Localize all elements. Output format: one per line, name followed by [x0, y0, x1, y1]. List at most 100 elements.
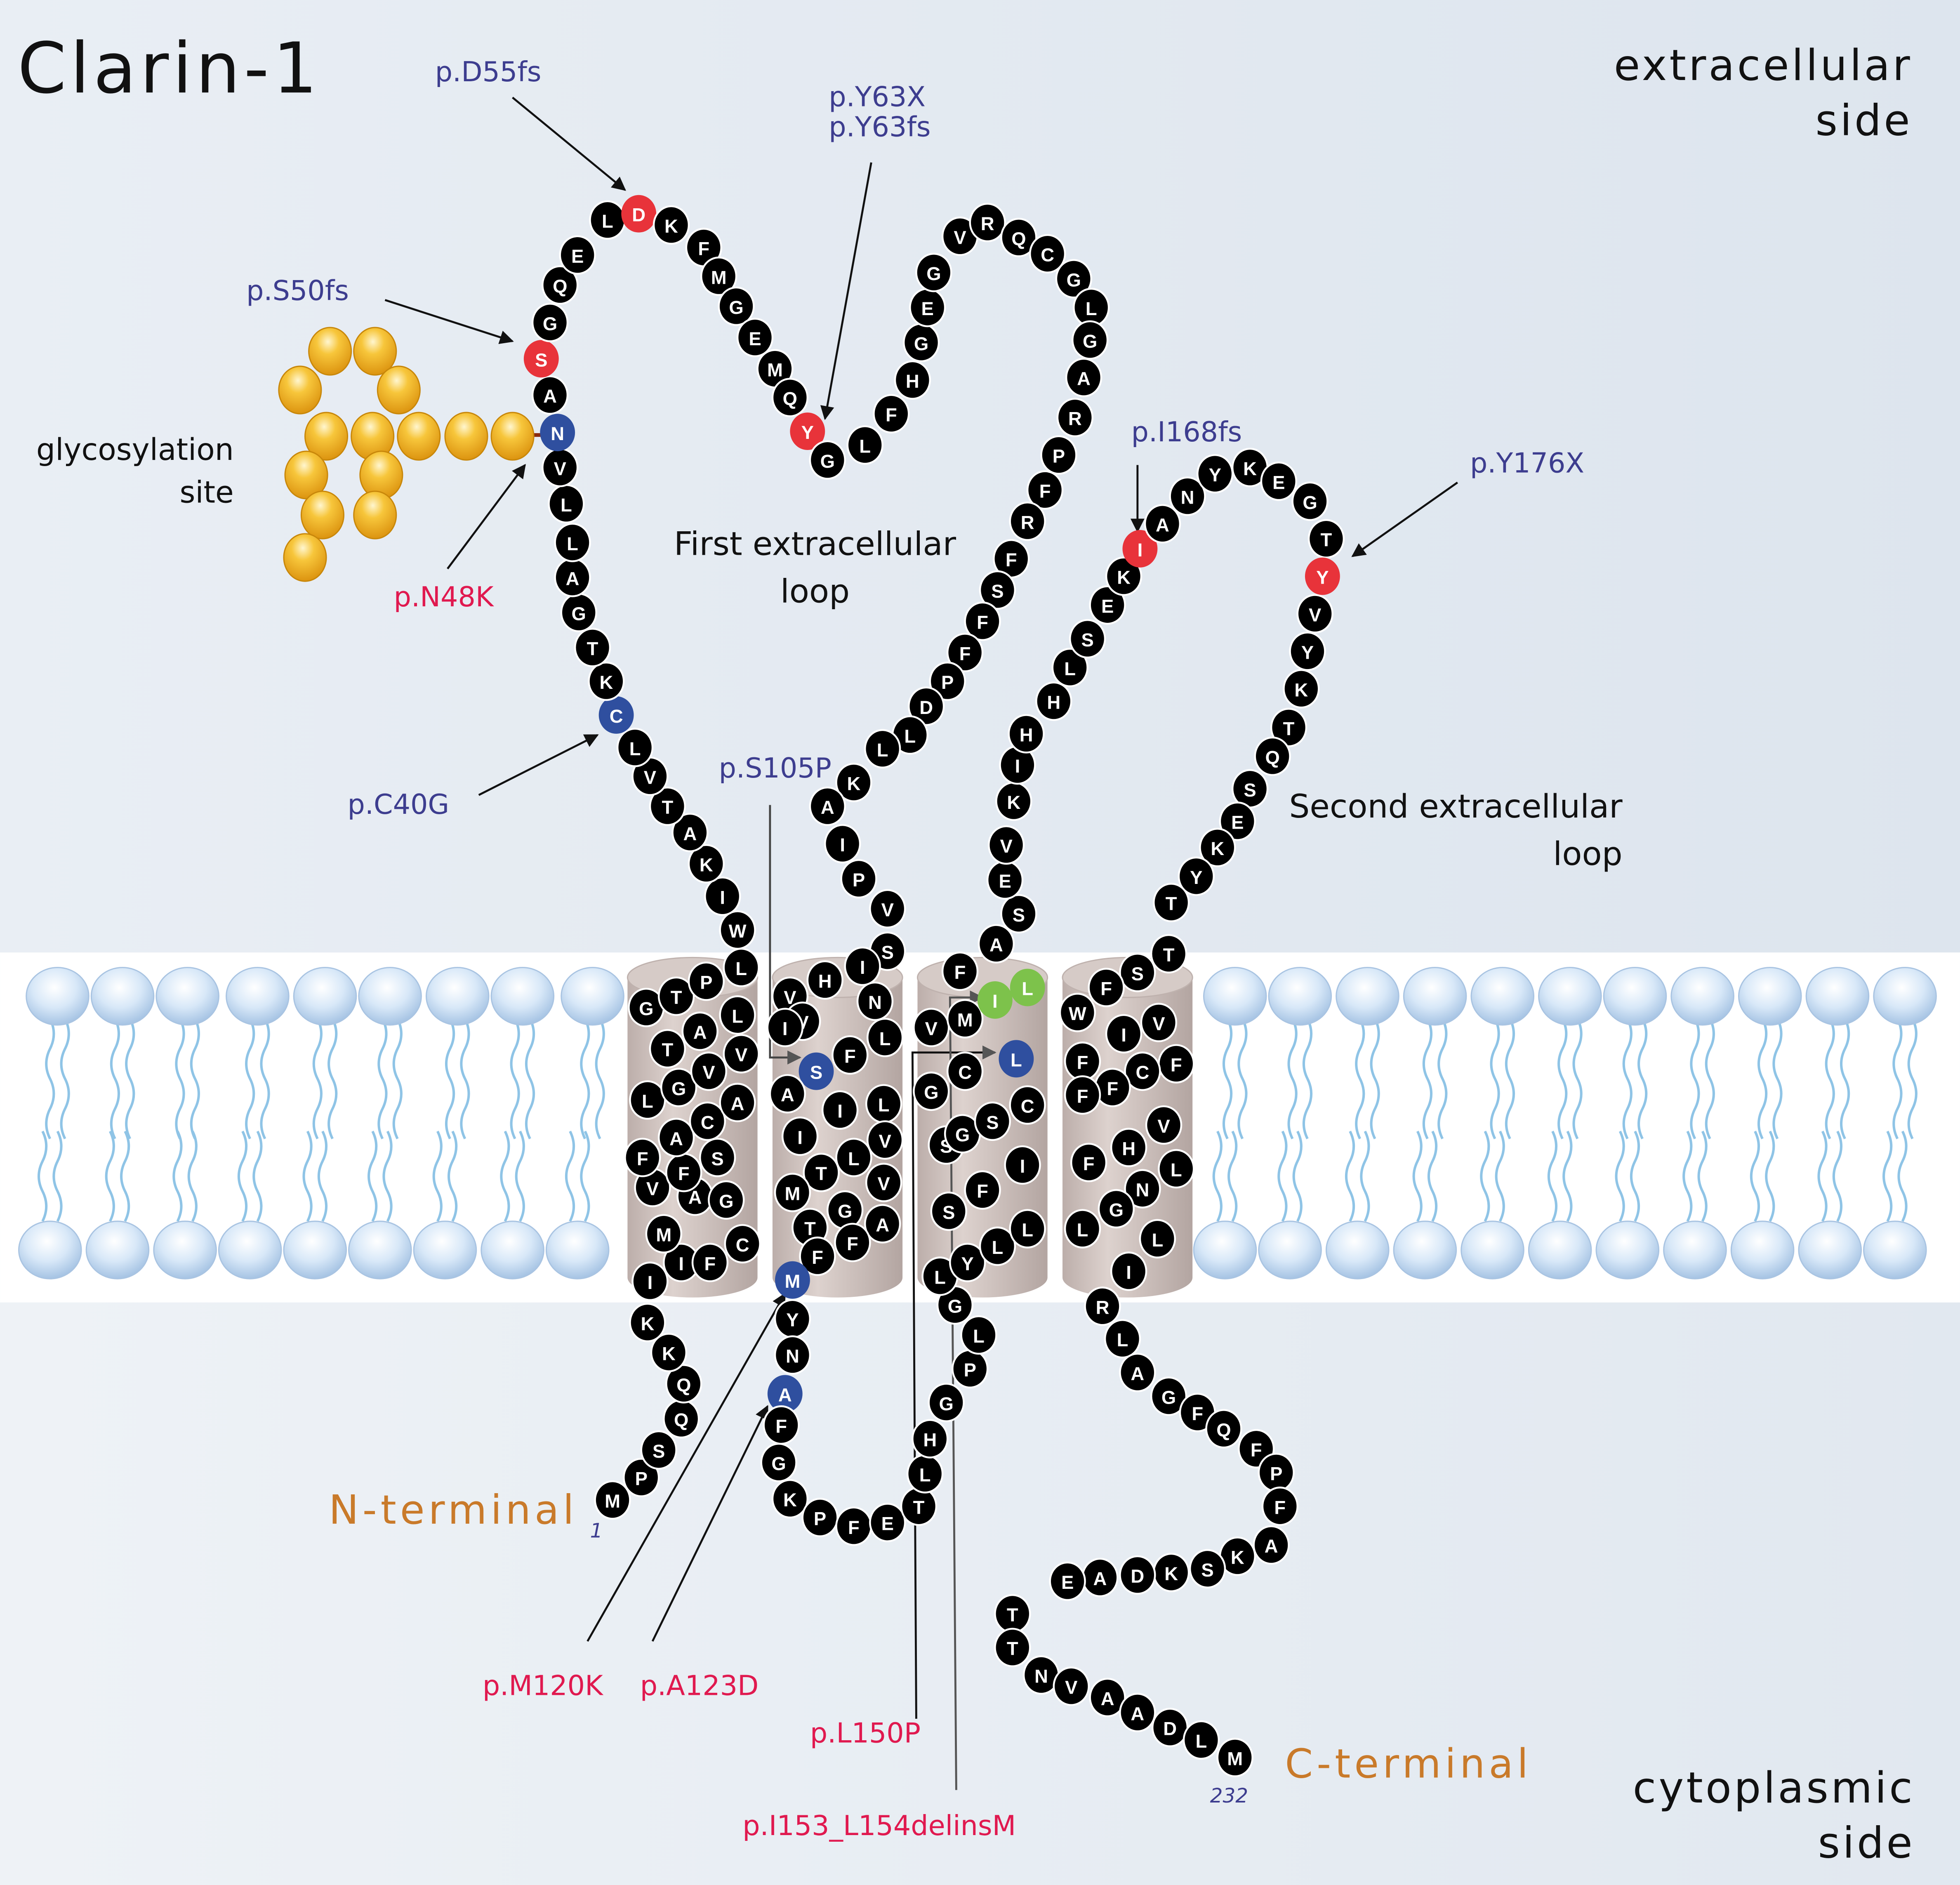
residue-208: L — [1104, 1319, 1141, 1359]
residue-letter: A — [693, 1022, 707, 1043]
residue-3: S — [640, 1430, 677, 1470]
residue-letter: K — [847, 773, 861, 794]
residue-letter: T — [1163, 945, 1175, 966]
residue-207: R — [1084, 1287, 1121, 1326]
residue-circle — [1029, 234, 1066, 273]
lipid-tail — [1437, 1018, 1448, 1140]
residue-174: G — [1291, 481, 1329, 521]
residue-letter: F — [1077, 1052, 1088, 1073]
residue-letter: C — [701, 1112, 714, 1133]
residue-100: N — [856, 981, 894, 1021]
residue-circle — [1124, 1051, 1161, 1091]
lipid-tail — [1562, 1131, 1573, 1222]
lipid-tail — [1697, 1131, 1708, 1222]
residue-letter: N — [786, 1346, 799, 1367]
residue-181: Q — [1254, 736, 1291, 776]
lipid-tail — [525, 1018, 535, 1140]
residue-62: Q — [771, 377, 809, 417]
residue-letter: V — [1309, 605, 1321, 626]
annotation-arrow — [587, 1292, 786, 1642]
residue-circle — [809, 786, 846, 826]
lipid-tail — [327, 1018, 338, 1140]
residue-circle — [840, 859, 877, 899]
lipid-head — [1461, 1221, 1524, 1279]
residue-circle — [649, 786, 686, 826]
residue-circle — [912, 1419, 949, 1459]
residue-170: N — [1169, 476, 1206, 516]
residue-8: I — [631, 1261, 669, 1301]
lipid-tail — [260, 1018, 270, 1140]
residue-156: A — [978, 924, 1015, 964]
lipid-tail — [1615, 1131, 1625, 1222]
residue-letter: K — [1164, 1563, 1178, 1584]
lipid-tail — [1765, 1131, 1775, 1222]
residue-160: K — [995, 781, 1032, 821]
residue-circle — [1056, 398, 1094, 437]
lipid-head — [153, 1221, 217, 1279]
residue-circle — [941, 951, 979, 991]
residue-letter: A — [1077, 368, 1091, 389]
residue-circle — [835, 1138, 872, 1177]
lipid-head — [490, 967, 555, 1026]
second-loop-label-line1: Second extracellular — [1289, 787, 1623, 825]
first-loop-label-line1: First extracellular — [674, 525, 956, 563]
residue-106: A — [769, 1074, 806, 1114]
residue-188: S — [1119, 953, 1156, 992]
lipid-head — [1798, 1221, 1862, 1279]
residue-50: S — [523, 340, 559, 378]
residue-letter: V — [1157, 1116, 1170, 1137]
residue-75: G — [1055, 259, 1092, 299]
residue-167: K — [1105, 556, 1143, 596]
residue-74: C — [1029, 234, 1066, 273]
residue-46: L — [548, 484, 585, 524]
residue-92: A — [809, 786, 846, 826]
residue-letter: I — [720, 887, 725, 908]
residue-187: T — [1150, 934, 1187, 974]
mutation-label-l150p: p.L150P — [810, 1717, 921, 1749]
residue-126: K — [771, 1479, 809, 1519]
residue-letter: F — [1274, 1497, 1286, 1518]
residue-circle — [1152, 883, 1190, 922]
residue-letter: S — [881, 942, 894, 963]
residue-letter: H — [1020, 724, 1033, 745]
residue-letter: C — [1041, 245, 1054, 266]
residue-120: M — [775, 1261, 810, 1299]
residue-166: E — [1089, 585, 1126, 625]
residue-circle — [671, 813, 709, 853]
residue-circle — [994, 1628, 1031, 1667]
residue-circle — [1140, 1003, 1178, 1042]
residue-circle — [915, 252, 952, 292]
residue-circle — [718, 286, 755, 326]
residue-circle — [616, 728, 654, 767]
residue-216: A — [1253, 1525, 1290, 1565]
lipid-tail — [368, 1131, 378, 1222]
residue-letter: K — [1231, 1547, 1244, 1568]
residue-circle — [1110, 1128, 1147, 1167]
residue-185: Y — [1178, 856, 1215, 896]
residue-circle — [866, 1018, 904, 1058]
residue-letter: M — [957, 1009, 973, 1030]
residue-letter: M — [784, 1271, 800, 1292]
residue-9: I — [663, 1243, 700, 1282]
residue-letter: S — [1013, 905, 1025, 926]
residue-27: A — [681, 1011, 719, 1051]
annotation-arrow-s105p — [769, 805, 802, 1065]
glycosylation-label-line1: glycosylation — [36, 432, 234, 467]
residue-70: G — [915, 252, 952, 292]
residue-18: F — [624, 1138, 661, 1177]
residue-letter: A — [1131, 1363, 1144, 1384]
residue-7: K — [629, 1303, 666, 1343]
residue-193: F — [1158, 1044, 1195, 1084]
residue-letter: F — [886, 405, 897, 426]
residue-192: I — [1105, 1014, 1143, 1053]
lipid-head — [1730, 1221, 1795, 1279]
residue-letter: E — [921, 298, 934, 319]
residue-210: G — [1150, 1376, 1187, 1416]
lipid-tail — [1370, 1018, 1380, 1140]
residue-163: H — [1035, 681, 1072, 721]
lipid-tail — [1227, 1131, 1238, 1222]
lipid-tail — [1705, 1018, 1715, 1140]
residue-letter: T — [587, 638, 598, 659]
c-terminal-label: C-terminal — [1285, 1740, 1532, 1787]
mutation-label-s105p: p.S105P — [719, 752, 832, 784]
